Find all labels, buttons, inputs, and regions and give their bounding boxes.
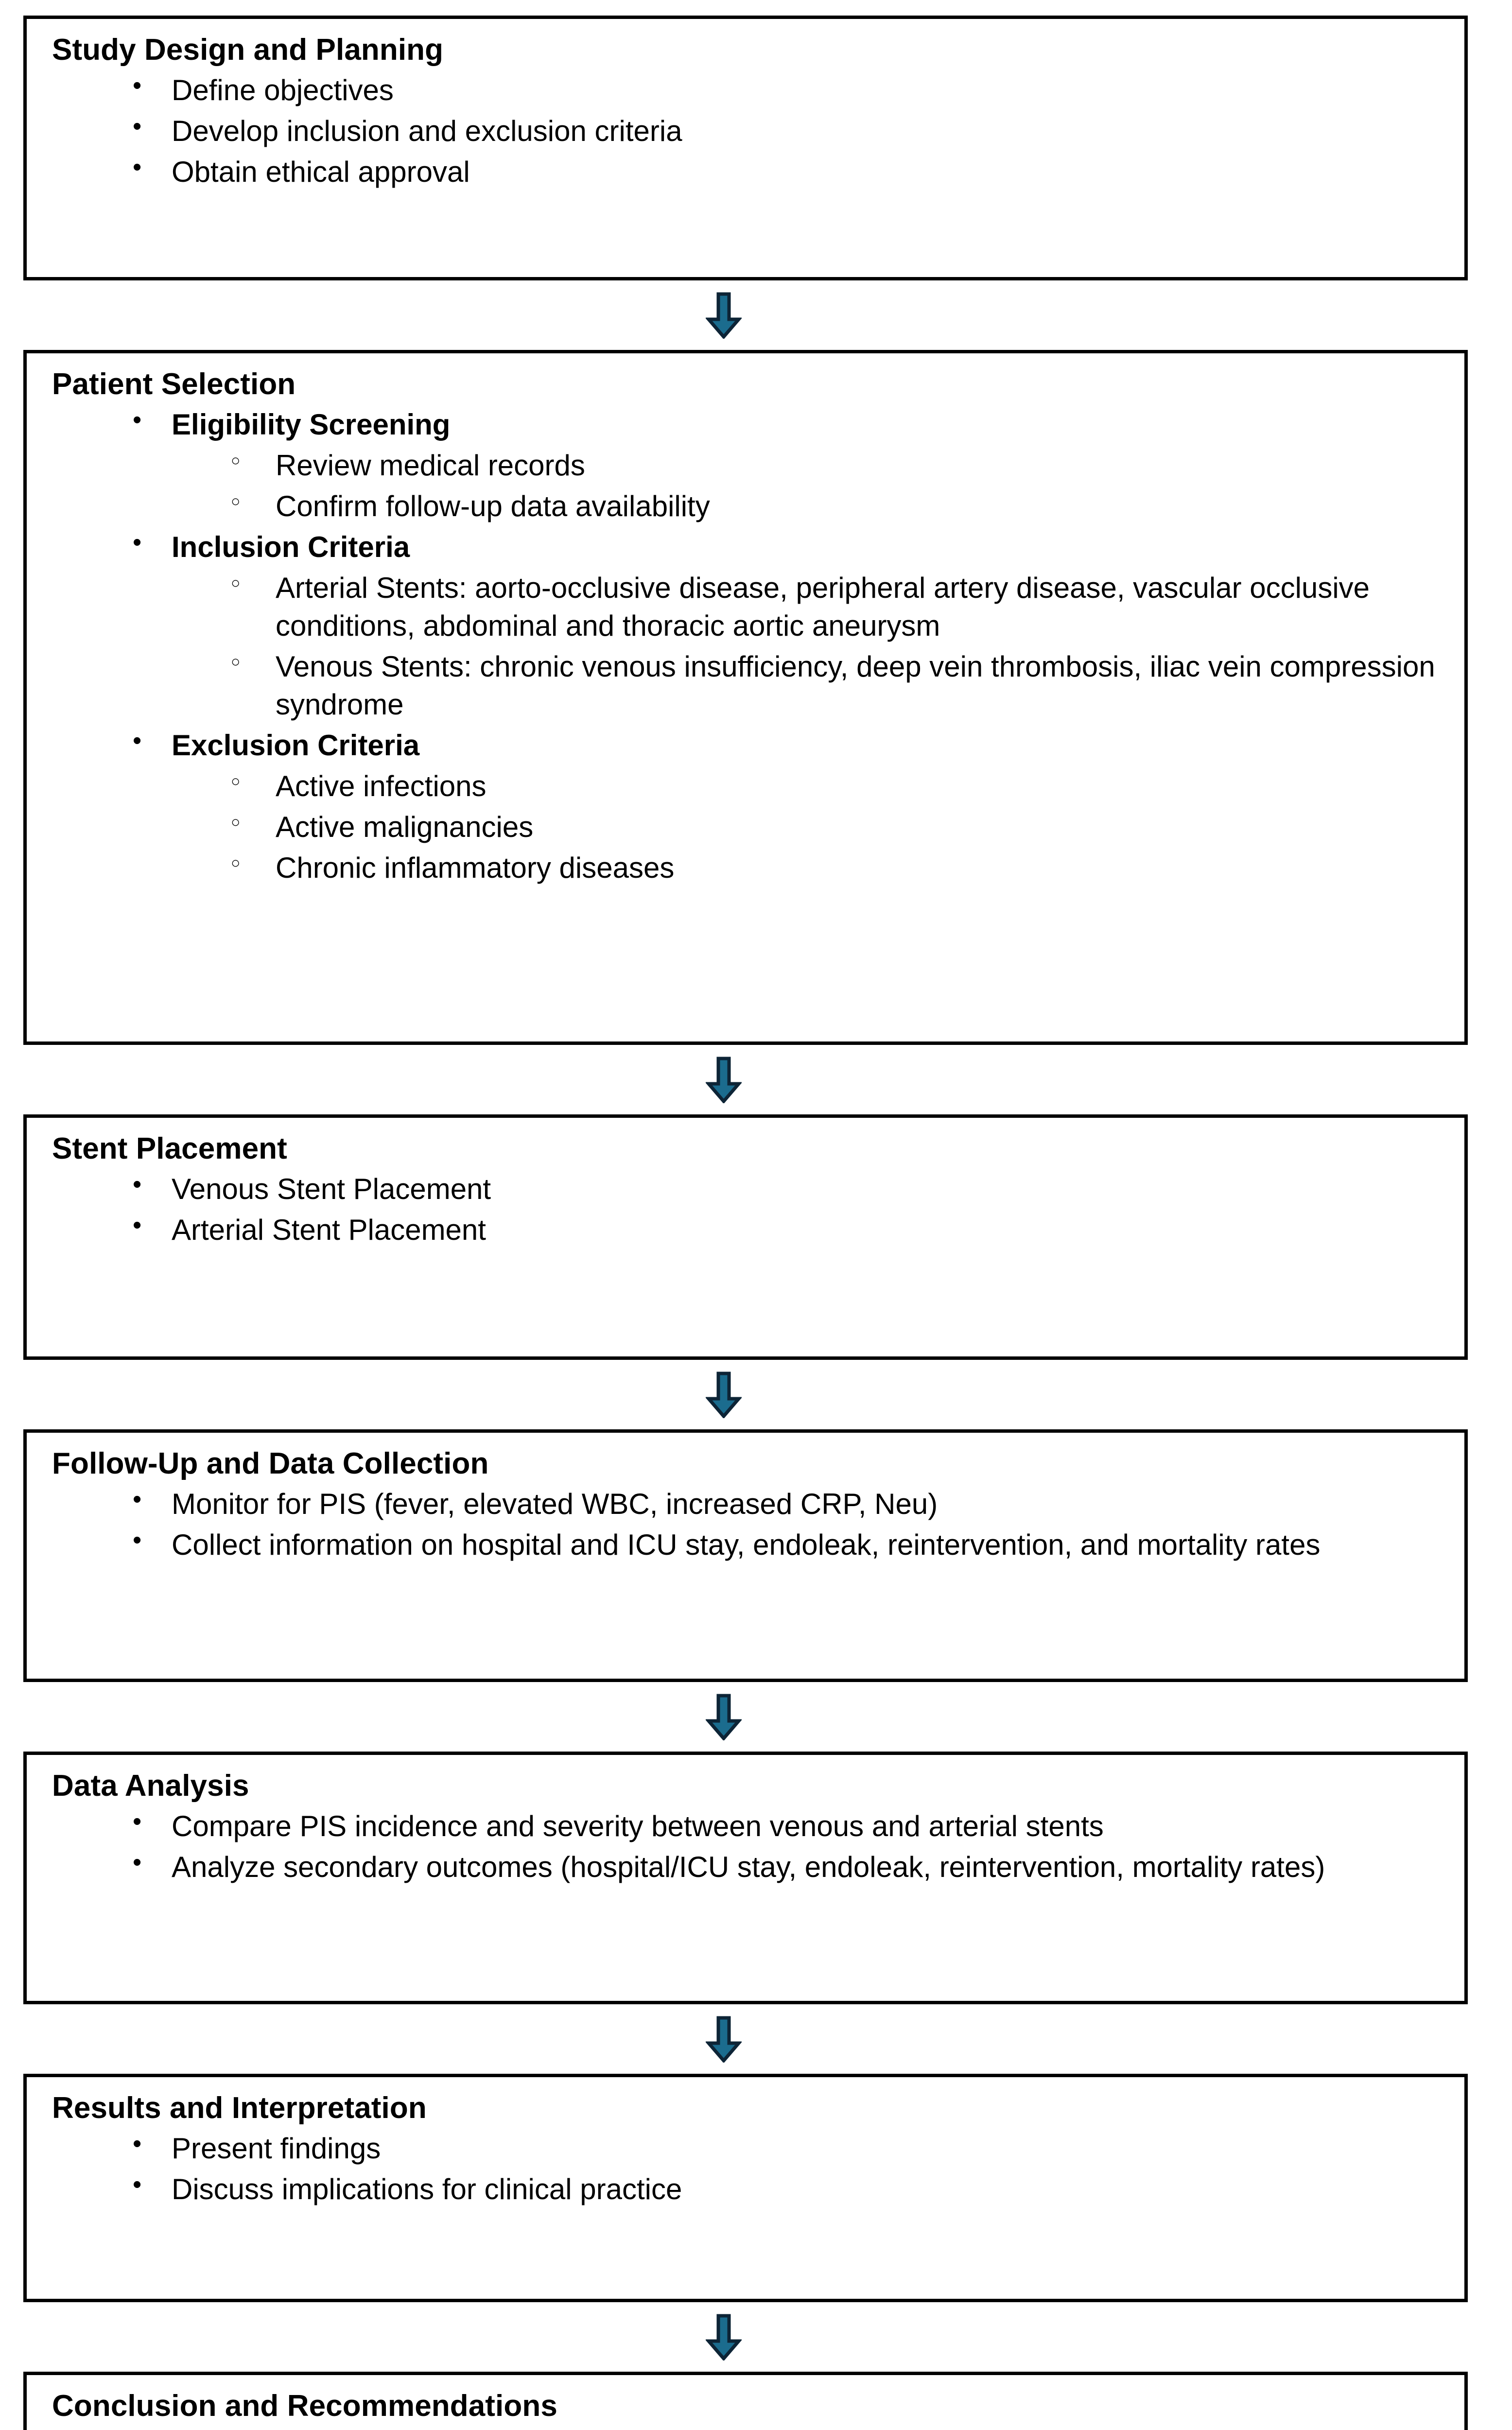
- sub-list-item: Arterial Stents: aorto-occlusive disease…: [172, 569, 1445, 645]
- list-item: Eligibility ScreeningReview medical reco…: [46, 404, 1445, 525]
- list-item-label: Arterial Stent Placement: [172, 1213, 486, 1246]
- list-item-label: Monitor for PIS (fever, elevated WBC, in…: [172, 1487, 938, 1520]
- sub-bullet-list: Review medical recordsConfirm follow-up …: [172, 447, 1445, 525]
- box-content: Data AnalysisCompare PIS incidence and s…: [27, 1755, 1464, 1904]
- list-item-label: Develop inclusion and exclusion criteria: [172, 114, 682, 147]
- list-item: Arterial Stent Placement: [46, 1209, 1445, 1249]
- down-arrow-icon: [706, 1694, 742, 1740]
- sub-list-item-label: Active malignancies: [276, 810, 534, 843]
- list-item-label: Define objectives: [172, 73, 394, 106]
- list-item-label: Collect information on hospital and ICU …: [172, 1528, 1321, 1561]
- down-arrow-icon: [706, 1371, 742, 1418]
- list-item: Develop targeted strategies to mitigate …: [46, 2426, 1445, 2430]
- list-item: Venous Stent Placement: [46, 1168, 1445, 1208]
- sub-list-item-label: Confirm follow-up data availability: [276, 489, 710, 522]
- down-arrow-icon: [706, 292, 742, 339]
- sub-list-item-label: Review medical records: [276, 449, 585, 482]
- sub-list-item-label: Active infections: [276, 769, 487, 802]
- sub-bullet-list: Arterial Stents: aorto-occlusive disease…: [172, 569, 1445, 724]
- list-item-label: Analyze secondary outcomes (hospital/ICU…: [172, 1850, 1325, 1883]
- sub-list-item-label: Arterial Stents: aorto-occlusive disease…: [276, 571, 1370, 642]
- flowchart-box-patient-selection: Patient SelectionEligibility ScreeningRe…: [23, 350, 1468, 1045]
- flowchart-box-follow-up-and-data-collection: Follow-Up and Data CollectionMonitor for…: [23, 1429, 1468, 1682]
- down-arrow-icon: [706, 2314, 742, 2361]
- sub-list-item-label: Venous Stents: chronic venous insufficie…: [276, 650, 1435, 721]
- list-item: Compare PIS incidence and severity betwe…: [46, 1805, 1445, 1845]
- list-item: Develop inclusion and exclusion criteria: [46, 110, 1445, 150]
- list-item-label: Discuss implications for clinical practi…: [172, 2172, 682, 2205]
- bullet-list: Venous Stent PlacementArterial Stent Pla…: [46, 1168, 1445, 1249]
- sub-list-item-label: Chronic inflammatory diseases: [276, 851, 675, 884]
- list-item-label: Venous Stent Placement: [172, 1172, 491, 1205]
- sub-list-item: Review medical records: [172, 447, 1445, 485]
- list-item: Inclusion CriteriaArterial Stents: aorto…: [46, 526, 1445, 724]
- list-item-label: Exclusion Criteria: [172, 729, 420, 762]
- sub-list-item: Active infections: [172, 767, 1445, 805]
- flowchart-box-stent-placement: Stent PlacementVenous Stent PlacementArt…: [23, 1114, 1468, 1360]
- box-content: Conclusion and RecommendationsDevelop ta…: [27, 2375, 1464, 2430]
- box-content: Patient SelectionEligibility ScreeningRe…: [27, 353, 1464, 904]
- bullet-list: Define objectivesDevelop inclusion and e…: [46, 69, 1445, 191]
- list-item-label: Obtain ethical approval: [172, 155, 470, 188]
- list-item-label: Eligibility Screening: [172, 408, 451, 441]
- box-title: Patient Selection: [52, 367, 296, 401]
- box-content: Stent PlacementVenous Stent PlacementArt…: [27, 1118, 1464, 1267]
- flowchart-box-results-and-interpretation: Results and InterpretationPresent findin…: [23, 2074, 1468, 2302]
- box-title: Study Design and Planning: [52, 33, 444, 67]
- flowchart-box-data-analysis: Data AnalysisCompare PIS incidence and s…: [23, 1752, 1468, 2004]
- list-item: Define objectives: [46, 69, 1445, 109]
- box-content: Results and InterpretationPresent findin…: [27, 2077, 1464, 2226]
- list-item: Analyze secondary outcomes (hospital/ICU…: [46, 1846, 1445, 1886]
- flowchart-box-conclusion-and-recommendations: Conclusion and RecommendationsDevelop ta…: [23, 2372, 1468, 2430]
- box-content: Follow-Up and Data CollectionMonitor for…: [27, 1433, 1464, 1581]
- box-title: Data Analysis: [52, 1769, 249, 1803]
- list-item-label: Inclusion Criteria: [172, 530, 410, 563]
- box-content: Study Design and PlanningDefine objectiv…: [27, 19, 1464, 208]
- list-item: Obtain ethical approval: [46, 151, 1445, 191]
- box-title: Follow-Up and Data Collection: [52, 1447, 489, 1480]
- bullet-list: Eligibility ScreeningReview medical reco…: [46, 404, 1445, 887]
- flowchart-box-study-design-and-planning: Study Design and PlanningDefine objectiv…: [23, 16, 1468, 280]
- down-arrow-icon: [706, 2016, 742, 2063]
- sub-list-item: Chronic inflammatory diseases: [172, 849, 1445, 887]
- list-item: Present findings: [46, 2128, 1445, 2168]
- list-item: Collect information on hospital and ICU …: [46, 1524, 1445, 1564]
- bullet-list: Develop targeted strategies to mitigate …: [46, 2426, 1445, 2430]
- list-item-label: Present findings: [172, 2132, 381, 2165]
- list-item: Monitor for PIS (fever, elevated WBC, in…: [46, 1483, 1445, 1523]
- box-title: Stent Placement: [52, 1132, 287, 1165]
- bullet-list: Compare PIS incidence and severity betwe…: [46, 1805, 1445, 1886]
- list-item-label: Compare PIS incidence and severity betwe…: [172, 1809, 1104, 1842]
- box-title: Conclusion and Recommendations: [52, 2389, 557, 2423]
- bullet-list: Present findingsDiscuss implications for…: [46, 2128, 1445, 2208]
- list-item: Exclusion CriteriaActive infectionsActiv…: [46, 725, 1445, 887]
- sub-list-item: Venous Stents: chronic venous insufficie…: [172, 648, 1445, 724]
- box-title: Results and Interpretation: [52, 2091, 427, 2125]
- bullet-list: Monitor for PIS (fever, elevated WBC, in…: [46, 1483, 1445, 1564]
- down-arrow-icon: [706, 1057, 742, 1103]
- sub-list-item: Confirm follow-up data availability: [172, 487, 1445, 525]
- sub-bullet-list: Active infectionsActive malignanciesChro…: [172, 767, 1445, 887]
- sub-list-item: Active malignancies: [172, 808, 1445, 846]
- list-item: Discuss implications for clinical practi…: [46, 2169, 1445, 2208]
